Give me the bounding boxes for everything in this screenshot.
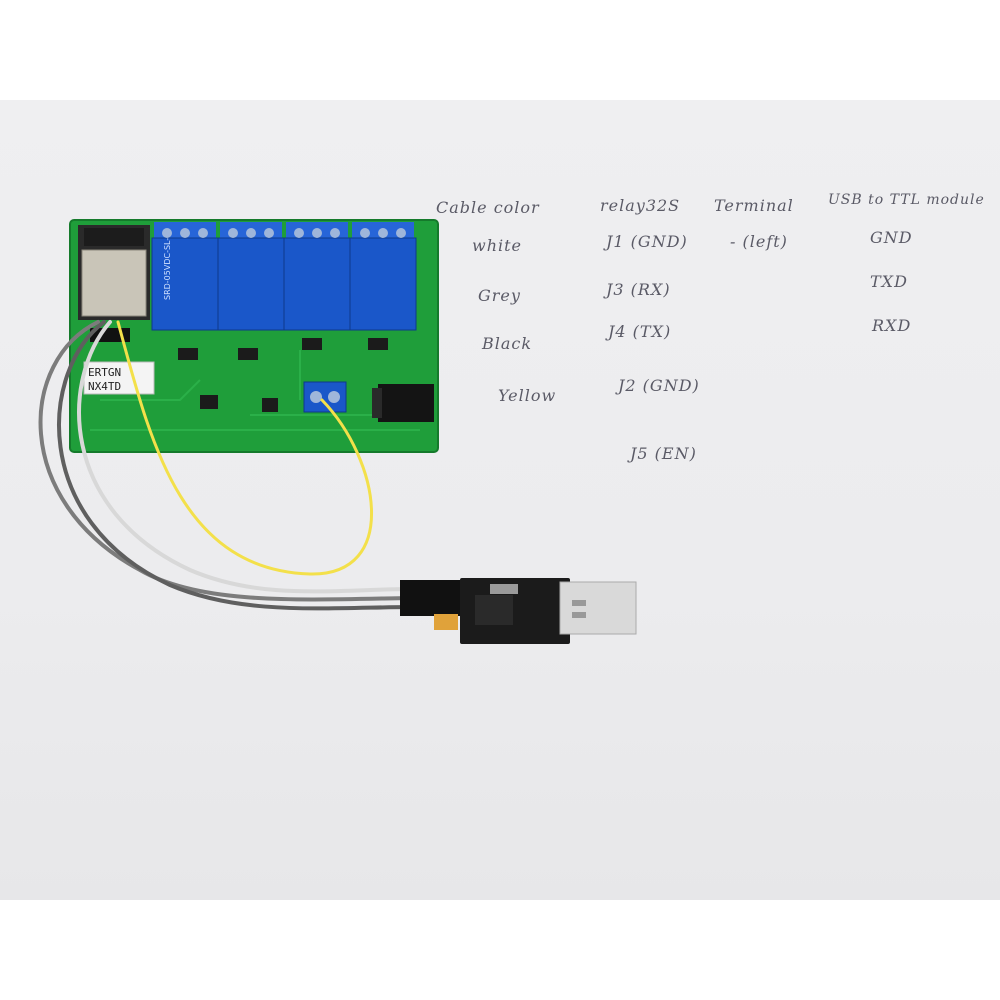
relay-1: SRD-05VDC-SL-C [151,222,219,331]
esp32-module [78,225,150,320]
yellow-wire [116,320,373,576]
header-usb-ttl: USB to TTL module [828,192,985,208]
row3-relay: J4 (TX) [608,322,672,341]
wires [38,320,410,611]
row2-relay: J3 (RX) [606,280,671,299]
header-relay32s: relay32S [600,196,681,215]
grey-wire [38,320,410,602]
row2-cable: Grey [478,286,521,305]
dc-jack [372,384,434,422]
power-terminal [303,381,347,413]
relay-text: SRD-05VDC-SL-C [163,232,172,300]
relay-3 [283,222,351,331]
row3-usb: RXD [872,316,912,335]
header-terminal: Terminal [714,196,794,215]
white-wire [77,320,410,594]
row4-cable: Yellow [498,386,557,405]
row1-terminal: - (left) [730,232,788,251]
row4-relay: J2 (GND) [618,376,700,395]
row3-cable: Black [482,334,533,353]
row2-usb: TXD [870,272,908,291]
row1-usb: GND [870,228,913,247]
row1-cable: white [472,236,523,255]
photo: SRD-05VDC-SL-C [0,100,1000,900]
header-cable-color: Cable color [436,198,540,217]
sticker-line-2: NX4TD [88,380,121,393]
hardware-scene: SRD-05VDC-SL-C [38,219,637,644]
black-wire [57,320,410,611]
relay-2 [217,222,285,331]
usb-ttl-module [400,578,637,644]
row5-relay: J5 (EN) [630,444,697,463]
row1-relay: J1 (GND) [606,232,688,251]
label-sticker: ERTGN NX4TD [83,361,155,395]
sticker-line-1: ERTGN [88,366,121,379]
relay-board: SRD-05VDC-SL-C [69,219,439,453]
relay-4 [349,222,417,331]
